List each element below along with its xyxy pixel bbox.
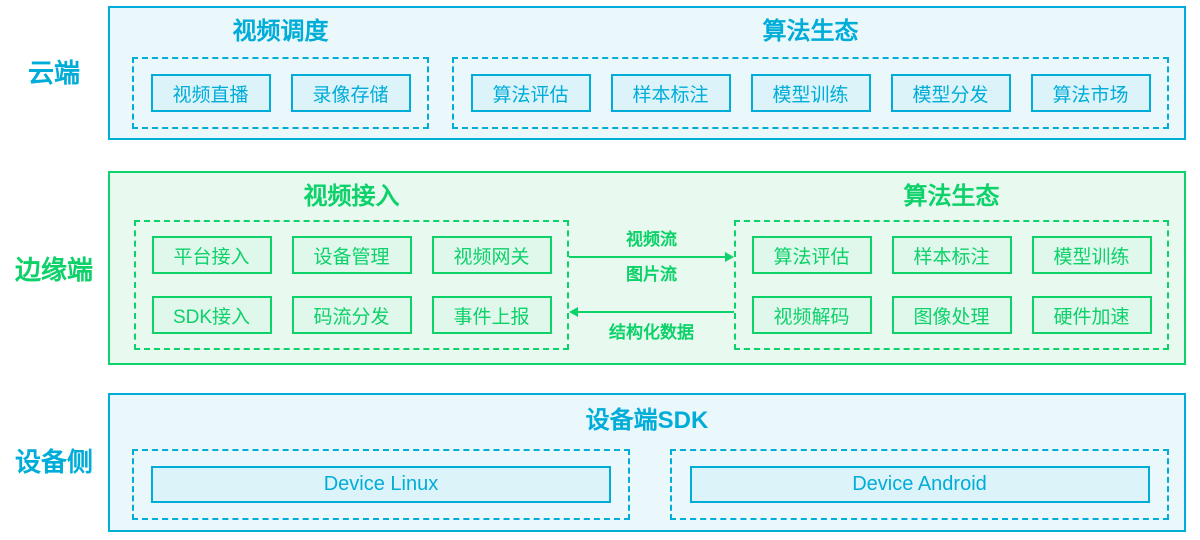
flow-label-image-stream: 图片流 bbox=[626, 265, 677, 284]
chip-device-management: 设备管理 bbox=[291, 236, 412, 274]
video-stream-arrow bbox=[569, 256, 725, 258]
chip-algo-evaluation: 算法评估 bbox=[470, 74, 591, 112]
flow-label-structured-data: 结构化数据 bbox=[609, 323, 694, 342]
cloud-panel: 视频调度 算法生态 视频直播 录像存储 算法评估 样本标注 模型训练 模型分发 … bbox=[108, 6, 1186, 140]
device-android-group: Device Android bbox=[670, 449, 1169, 520]
flow-label-video-stream: 视频流 bbox=[626, 230, 677, 249]
cloud-video-scheduling-group: 视频直播 录像存储 bbox=[132, 57, 429, 129]
chip-video-storage: 录像存储 bbox=[290, 74, 411, 112]
edge-video-access-group: 平台接入 设备管理 视频网关 SDK接入 码流分发 事件上报 bbox=[134, 220, 569, 350]
chip-sample-labeling: 样本标注 bbox=[610, 74, 731, 112]
cloud-algorithm-ecosystem-title: 算法生态 bbox=[762, 18, 859, 45]
chip-hardware-acceleration: 硬件加速 bbox=[1031, 296, 1152, 334]
edge-algorithm-ecosystem-group: 算法评估 样本标注 模型训练 视频解码 图像处理 硬件加速 bbox=[734, 220, 1169, 350]
edge-panel: 视频接入 算法生态 平台接入 设备管理 视频网关 SDK接入 码流分发 事件上报… bbox=[108, 171, 1186, 365]
chip-model-training-edge: 模型训练 bbox=[1031, 236, 1152, 274]
chip-video-decoding: 视频解码 bbox=[751, 296, 872, 334]
chip-event-reporting: 事件上报 bbox=[431, 296, 552, 334]
chip-platform-access: 平台接入 bbox=[151, 236, 272, 274]
device-sdk-title: 设备端SDK bbox=[585, 407, 709, 434]
cloud-algorithm-ecosystem-group: 算法评估 样本标注 模型训练 模型分发 算法市场 bbox=[452, 57, 1169, 129]
structured-data-arrow bbox=[578, 311, 734, 313]
rail-label-device: 设备侧 bbox=[14, 447, 93, 477]
chip-video-live: 视频直播 bbox=[150, 74, 271, 112]
edge-algorithm-ecosystem-title: 算法生态 bbox=[903, 183, 1000, 210]
chip-algo-evaluation-edge: 算法评估 bbox=[751, 236, 872, 274]
chip-device-android: Device Android bbox=[689, 466, 1150, 503]
rail-label-edge: 边缘端 bbox=[14, 255, 93, 285]
chip-model-training: 模型训练 bbox=[750, 74, 871, 112]
chip-image-processing: 图像处理 bbox=[891, 296, 1012, 334]
chip-model-distribution: 模型分发 bbox=[890, 74, 1011, 112]
cloud-video-scheduling-title: 视频调度 bbox=[232, 18, 329, 45]
device-linux-group: Device Linux bbox=[132, 449, 630, 520]
arrow-right-icon bbox=[725, 252, 734, 262]
chip-algo-marketplace: 算法市场 bbox=[1030, 74, 1151, 112]
chip-stream-distribution: 码流分发 bbox=[291, 296, 412, 334]
edge-video-access-title: 视频接入 bbox=[303, 183, 400, 210]
chip-sdk-access: SDK接入 bbox=[151, 296, 272, 334]
chip-device-linux: Device Linux bbox=[151, 466, 611, 503]
chip-sample-labeling-edge: 样本标注 bbox=[891, 236, 1012, 274]
rail-label-cloud: 云端 bbox=[27, 58, 80, 88]
device-panel: 设备端SDK Device Linux Device Android bbox=[108, 393, 1186, 532]
arrow-left-icon bbox=[569, 307, 578, 317]
chip-video-gateway: 视频网关 bbox=[431, 236, 552, 274]
